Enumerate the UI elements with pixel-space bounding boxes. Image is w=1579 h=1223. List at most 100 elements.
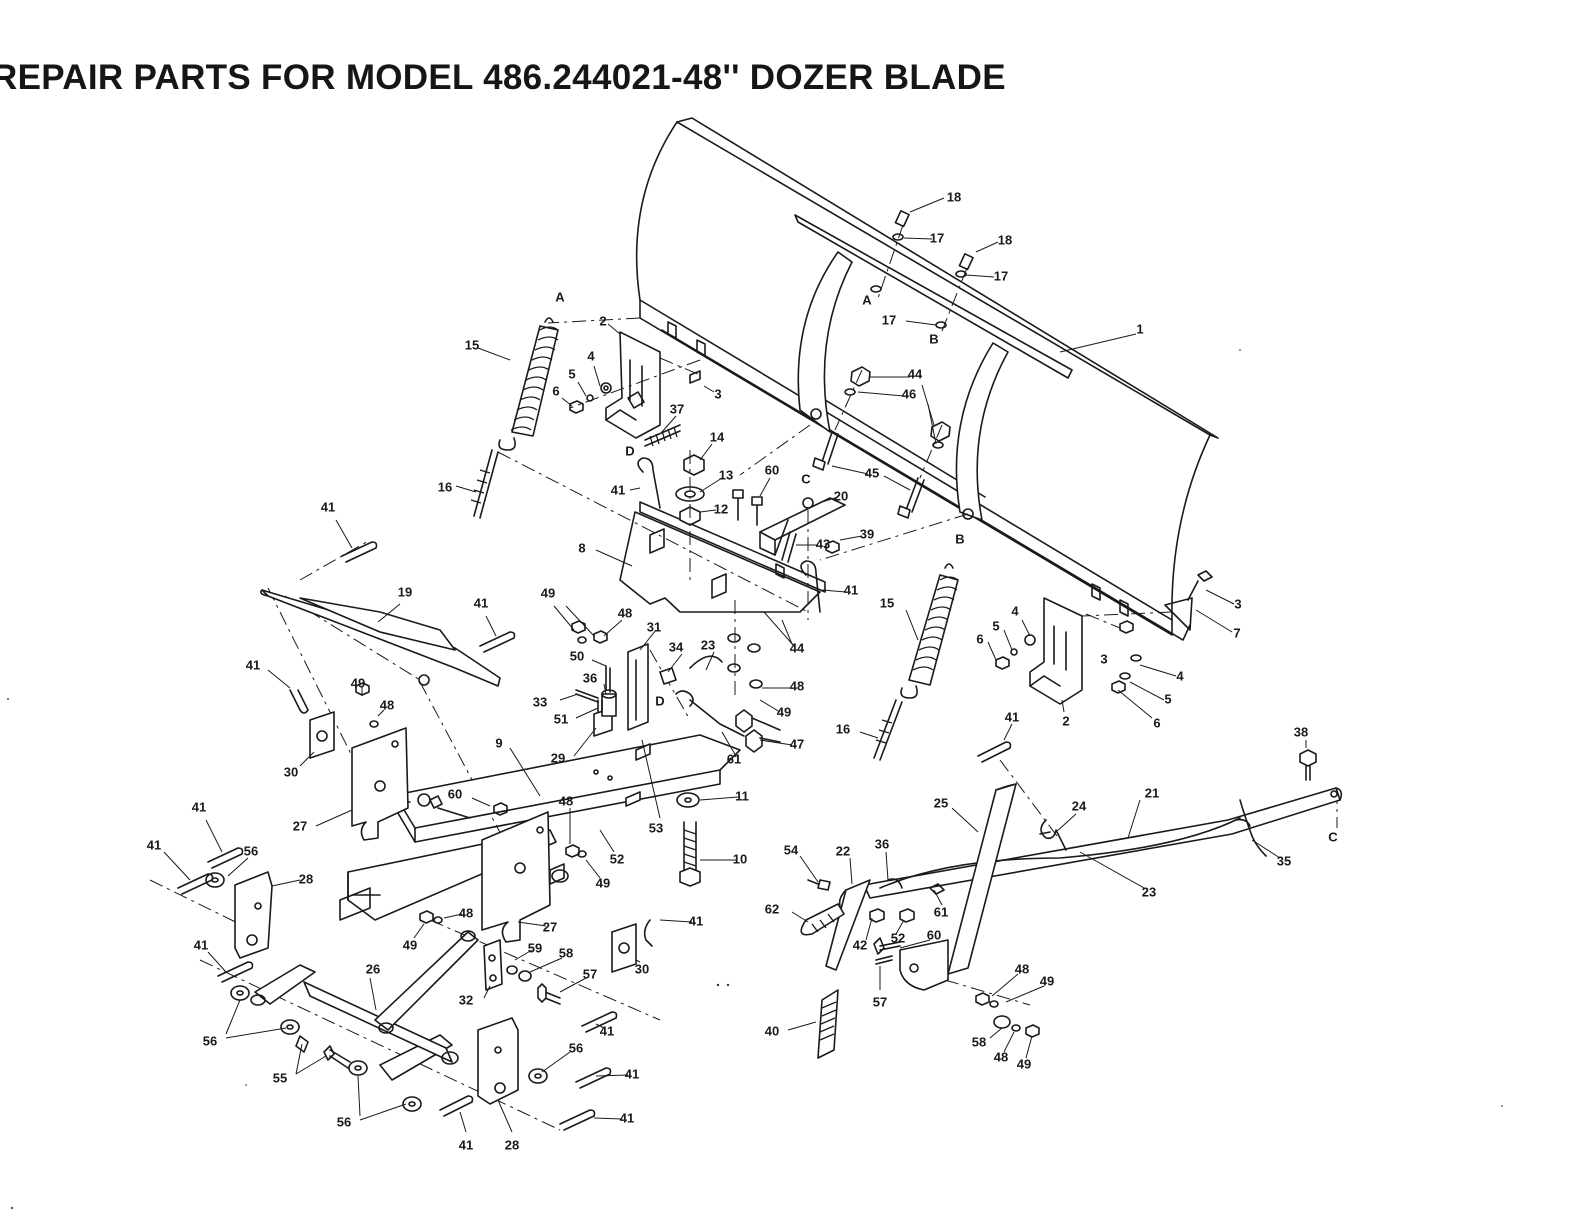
callout-56: 56 xyxy=(203,1033,217,1048)
callout-48: 48 xyxy=(790,678,804,693)
left-blade-bracket-drawing xyxy=(569,331,701,439)
center-hardware-drawing xyxy=(575,633,781,887)
callout-6: 6 xyxy=(976,631,983,646)
callout-48: 48 xyxy=(1015,961,1029,976)
callout-18: 18 xyxy=(947,189,961,204)
callout-2: 2 xyxy=(599,313,606,328)
callout-23: 23 xyxy=(1142,884,1156,899)
callout-9: 9 xyxy=(495,735,502,750)
alignment-lines-drawing xyxy=(149,317,1338,1131)
callout-34: 34 xyxy=(669,639,684,654)
callout-54: 54 xyxy=(784,842,799,857)
callout-41: 41 xyxy=(689,913,703,928)
callout-49: 49 xyxy=(1017,1056,1031,1071)
callout-41: 41 xyxy=(1005,709,1019,724)
side-plates-drawing xyxy=(309,711,637,973)
callout-45: 45 xyxy=(865,465,879,480)
callout-C: C xyxy=(1328,829,1338,844)
callout-37: 37 xyxy=(670,401,684,416)
lift-lever-drawing xyxy=(800,749,1343,1059)
callout-53: 53 xyxy=(649,820,663,835)
callout-C: C xyxy=(801,471,811,486)
callout-18: 18 xyxy=(998,232,1012,247)
pivot-plate-drawing xyxy=(619,424,846,620)
callout-48: 48 xyxy=(618,605,632,620)
callout-19: 19 xyxy=(398,584,412,599)
callout-58: 58 xyxy=(972,1034,986,1049)
callout-49: 49 xyxy=(596,875,610,890)
callout-B: B xyxy=(955,531,964,546)
callout-50: 50 xyxy=(570,648,584,663)
callout-41: 41 xyxy=(246,657,260,672)
callout-38: 38 xyxy=(1294,724,1308,739)
callout-55: 55 xyxy=(273,1070,287,1085)
blade-fasteners-drawing xyxy=(812,210,974,519)
callout-7: 7 xyxy=(1233,625,1240,640)
callout-56: 56 xyxy=(569,1040,583,1055)
callout-41: 41 xyxy=(194,937,208,952)
callout-D: D xyxy=(625,443,634,458)
callout-27: 27 xyxy=(543,919,557,934)
callout-41: 41 xyxy=(321,499,335,514)
springs-drawing xyxy=(470,317,959,761)
callout-22: 22 xyxy=(836,843,850,858)
callout-5: 5 xyxy=(568,366,575,381)
callout-12: 12 xyxy=(714,501,728,516)
callout-A: A xyxy=(862,292,872,307)
callout-48: 48 xyxy=(380,697,394,712)
callout-15: 15 xyxy=(465,337,479,352)
callout-4: 4 xyxy=(587,348,595,363)
callout-28: 28 xyxy=(299,871,313,886)
callout-41: 41 xyxy=(459,1137,473,1152)
callout-41: 41 xyxy=(147,837,161,852)
callout-30: 30 xyxy=(635,961,649,976)
callout-13: 13 xyxy=(719,467,733,482)
callout-4: 4 xyxy=(1011,603,1019,618)
callout-60: 60 xyxy=(448,786,462,801)
callout-44: 44 xyxy=(908,366,923,381)
callout-31: 31 xyxy=(647,619,661,634)
callout-59: 59 xyxy=(528,940,542,955)
callout-51: 51 xyxy=(554,711,568,726)
callout-11: 11 xyxy=(735,788,749,803)
callout-24: 24 xyxy=(1072,798,1087,813)
callout-60: 60 xyxy=(765,462,779,477)
callout-3: 3 xyxy=(714,386,721,401)
callout-42: 42 xyxy=(853,937,867,952)
callout-52: 52 xyxy=(610,851,624,866)
callout-1: 1 xyxy=(1136,321,1143,336)
callout-49: 49 xyxy=(403,937,417,952)
callout-47: 47 xyxy=(790,736,804,751)
callout-52: 52 xyxy=(891,930,905,945)
callout-48: 48 xyxy=(459,905,473,920)
callout-44: 44 xyxy=(790,640,805,655)
callout-30: 30 xyxy=(284,764,298,779)
callout-5: 5 xyxy=(992,618,999,633)
callout-48: 48 xyxy=(994,1049,1008,1064)
callout-57: 57 xyxy=(583,966,597,981)
callout-56: 56 xyxy=(244,843,258,858)
leader-lines xyxy=(163,197,1307,1133)
callout-62: 62 xyxy=(765,901,779,916)
callout-60: 60 xyxy=(927,927,941,942)
callout-4: 4 xyxy=(1176,668,1184,683)
callout-28: 28 xyxy=(505,1137,519,1152)
callout-10: 10 xyxy=(733,851,747,866)
callout-41: 41 xyxy=(600,1023,614,1038)
callout-49: 49 xyxy=(777,704,791,719)
callout-16: 16 xyxy=(438,479,452,494)
callout-3: 3 xyxy=(1100,651,1107,666)
callout-2: 2 xyxy=(1062,713,1069,728)
callout-3: 3 xyxy=(1234,596,1241,611)
scan-specks xyxy=(7,349,1503,1210)
callout-49: 49 xyxy=(541,585,555,600)
callout-16: 16 xyxy=(836,721,850,736)
lift-links-drawing xyxy=(234,871,519,1105)
callout-15: 15 xyxy=(880,595,894,610)
callout-48: 48 xyxy=(559,793,573,808)
callout-33: 33 xyxy=(533,694,547,709)
callout-61: 61 xyxy=(727,751,741,766)
callout-D: D xyxy=(655,693,664,708)
